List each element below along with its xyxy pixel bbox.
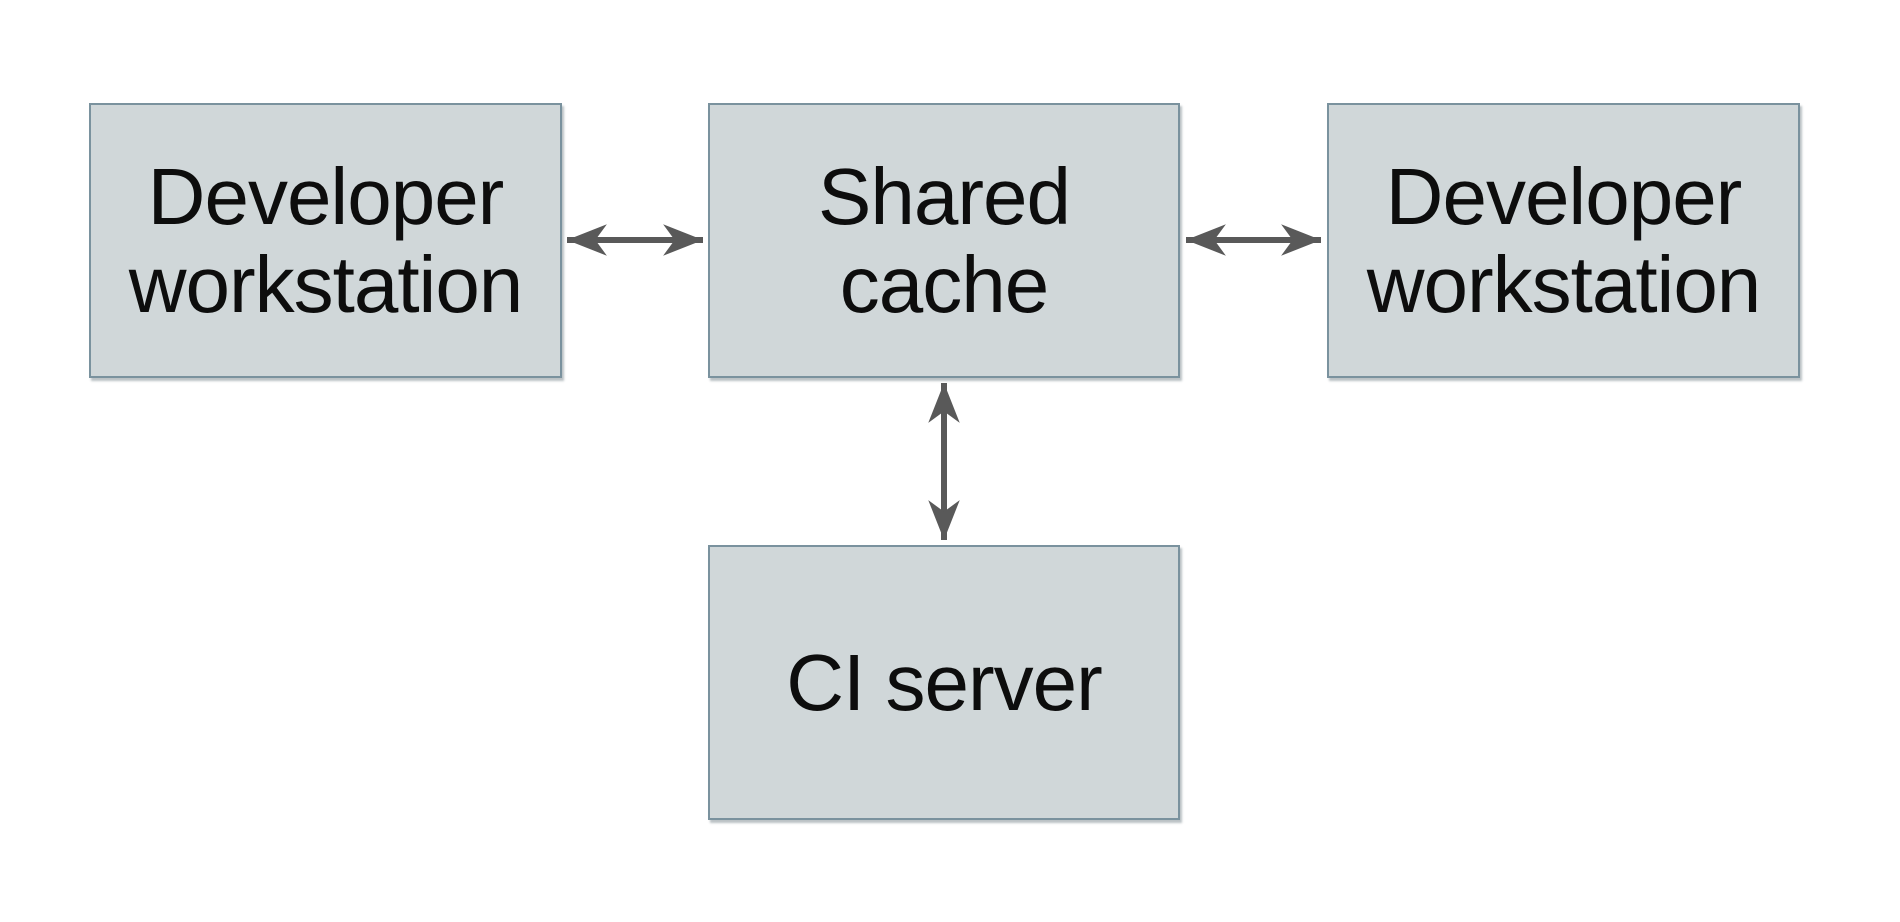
node-ci-server: CI server <box>708 545 1180 820</box>
node-label: Developer workstation <box>1366 151 1762 329</box>
node-shared-cache: Shared cache <box>708 103 1180 378</box>
node-label: Shared cache <box>818 151 1071 329</box>
node-developer-workstation-left: Developer workstation <box>89 103 562 378</box>
node-label: Developer workstation <box>128 151 524 329</box>
node-label: CI server <box>786 637 1102 727</box>
node-developer-workstation-right: Developer workstation <box>1327 103 1800 378</box>
